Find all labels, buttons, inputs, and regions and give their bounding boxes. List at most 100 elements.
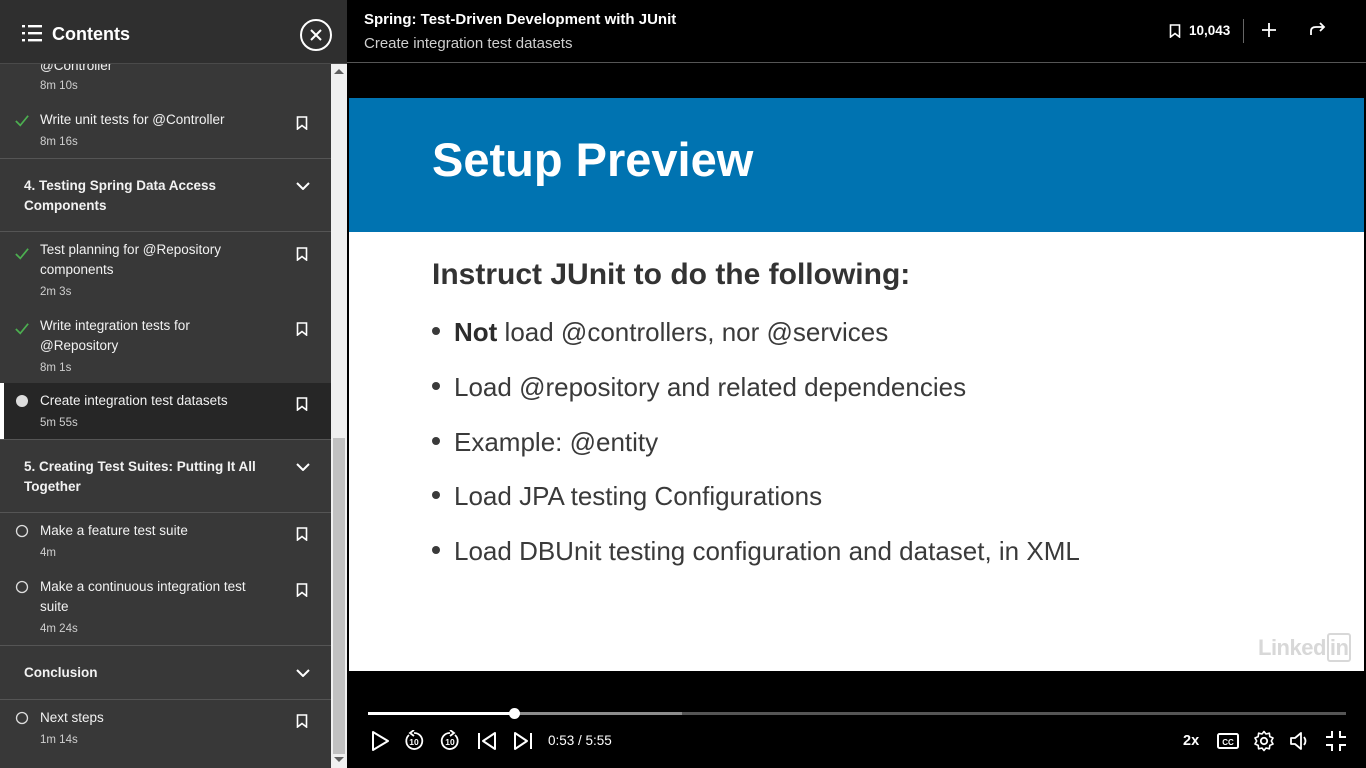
exit-fullscreen-icon[interactable] xyxy=(1325,730,1347,752)
current-dot-icon xyxy=(16,395,28,407)
scroll-up-arrow[interactable] xyxy=(334,69,344,74)
item-title: Next steps xyxy=(40,710,104,725)
sidebar-title: Contents xyxy=(52,24,130,44)
list-item[interactable]: Write integration tests for @Repository … xyxy=(0,308,331,383)
volume-icon[interactable] xyxy=(1289,730,1311,752)
close-sidebar-button[interactable] xyxy=(300,19,332,51)
bullet-text: Load JPA testing Configurations xyxy=(454,481,823,511)
bullet-text: Example: @entity xyxy=(454,427,659,457)
bullet-text: Load DBUnit testing configuration and da… xyxy=(454,536,1080,566)
check-icon xyxy=(15,323,29,335)
close-icon xyxy=(310,29,322,41)
item-duration: 8m 16s xyxy=(40,136,78,148)
svg-text:10: 10 xyxy=(409,737,419,747)
list-item[interactable]: Test planning for @Repository components… xyxy=(0,232,331,308)
bookmark-icon[interactable] xyxy=(296,583,308,597)
header-divider xyxy=(1243,19,1244,43)
section-title: 4. Testing Spring Data Access Components xyxy=(24,178,217,213)
buffered-bar xyxy=(368,712,682,715)
playback-speed-button[interactable]: 2x xyxy=(1183,733,1200,749)
section-title: 5. Creating Test Suites: Putting It All … xyxy=(24,459,256,494)
progress-bar[interactable] xyxy=(368,708,1346,719)
list-item[interactable]: Write unit tests for @Controller 8m 16s xyxy=(0,99,331,158)
bookmark-icon[interactable] xyxy=(296,527,308,541)
bullet-dot xyxy=(432,382,440,391)
bookmark-icon[interactable] xyxy=(296,322,308,336)
svg-text:CC: CC xyxy=(1222,738,1234,747)
contents-list: @Controller 8m 10s Write unit tests for … xyxy=(0,0,331,768)
slide-bullet: Load JPA testing Configurations xyxy=(432,481,822,512)
slide-bullet: Not load @controllers, nor @services xyxy=(432,317,888,348)
bookmark-icon[interactable] xyxy=(296,714,308,728)
chevron-down-icon xyxy=(296,669,310,677)
check-icon xyxy=(15,248,29,260)
slide-title: Setup Preview xyxy=(432,133,754,186)
bookmark-icon[interactable] xyxy=(296,397,308,411)
check-icon xyxy=(15,115,29,127)
bookmark-icon[interactable] xyxy=(296,116,308,130)
item-duration: 8m 10s xyxy=(40,80,78,92)
video-title: Create integration test datasets xyxy=(364,35,573,52)
list-item[interactable]: Make a continuous integration test suite… xyxy=(0,569,331,645)
course-title[interactable]: Spring: Test-Driven Development with JUn… xyxy=(364,11,677,28)
item-title: Create integration test datasets xyxy=(40,393,228,408)
forward-10-icon[interactable]: 10 xyxy=(439,730,461,752)
bullet-dot xyxy=(432,546,440,555)
not-started-icon xyxy=(15,711,29,725)
list-item[interactable]: Make a feature test suite 4m xyxy=(0,513,331,569)
item-duration: 5m 55s xyxy=(40,417,78,429)
bookmark-icon[interactable] xyxy=(296,247,308,261)
bullet-dot xyxy=(432,327,440,336)
item-title: Test planning for @Repository components xyxy=(40,242,222,277)
item-duration: 1m 14s xyxy=(40,734,78,746)
sidebar-header: Contents xyxy=(0,0,347,64)
chevron-down-icon xyxy=(296,182,310,190)
item-duration: 2m 3s xyxy=(40,286,72,298)
slide-bullet: Load @repository and related dependencie… xyxy=(432,372,966,403)
progress-handle[interactable] xyxy=(508,708,520,719)
svg-text:10: 10 xyxy=(445,737,455,747)
bookmark-icon xyxy=(1169,24,1181,38)
slide-bullet: Load DBUnit testing configuration and da… xyxy=(432,536,1080,567)
chevron-down-icon xyxy=(296,463,310,471)
contents-sidebar: @Controller 8m 10s Write unit tests for … xyxy=(0,0,347,768)
play-icon[interactable] xyxy=(369,730,391,752)
previous-icon[interactable] xyxy=(476,730,498,752)
bullet-text: Load @repository and related dependencie… xyxy=(454,372,967,402)
scroll-down-arrow[interactable] xyxy=(334,757,344,762)
rewind-10-icon[interactable]: 10 xyxy=(403,730,425,752)
next-icon[interactable] xyxy=(512,730,534,752)
bullet-text: load @controllers, nor @services xyxy=(497,317,889,347)
settings-gear-icon[interactable] xyxy=(1253,730,1275,752)
section-header-4[interactable]: 4. Testing Spring Data Access Components xyxy=(0,158,331,232)
video-header: Spring: Test-Driven Development with JUn… xyxy=(347,0,1366,63)
item-duration: 4m xyxy=(40,547,56,559)
list-item[interactable]: Next steps 1m 14s xyxy=(0,700,331,768)
played-bar xyxy=(368,712,514,715)
bullet-dot xyxy=(432,491,440,500)
video-frame[interactable]: Setup Preview Instruct JUnit to do the f… xyxy=(349,98,1364,671)
not-started-icon xyxy=(15,580,29,594)
section-header-5[interactable]: 5. Creating Test Suites: Putting It All … xyxy=(0,439,331,513)
list-item-current[interactable]: Create integration test datasets 5m 55s xyxy=(0,383,331,439)
item-duration: 8m 1s xyxy=(40,362,72,374)
item-title: Write unit tests for @Controller xyxy=(40,112,225,127)
slide-bullet: Example: @entity xyxy=(432,427,658,458)
share-icon[interactable] xyxy=(1309,21,1327,37)
watermark-text: Linked xyxy=(1258,635,1326,660)
watermark-box: in xyxy=(1326,633,1352,662)
item-title: Make a feature test suite xyxy=(40,523,188,538)
closed-captions-icon[interactable]: CC xyxy=(1217,730,1239,752)
bullet-bold: Not xyxy=(454,317,498,347)
section-header-conclusion[interactable]: Conclusion xyxy=(0,645,331,700)
slide-subtitle: Instruct JUnit to do the following: xyxy=(432,258,911,291)
item-title: Make a continuous integration test suite xyxy=(40,579,246,614)
section-title: Conclusion xyxy=(24,665,98,680)
add-icon[interactable] xyxy=(1261,22,1277,38)
bullet-dot xyxy=(432,437,440,446)
item-duration: 4m 24s xyxy=(40,623,78,635)
scrollbar-thumb[interactable] xyxy=(333,438,345,754)
contents-list-icon xyxy=(22,25,42,42)
not-started-icon xyxy=(15,524,29,538)
